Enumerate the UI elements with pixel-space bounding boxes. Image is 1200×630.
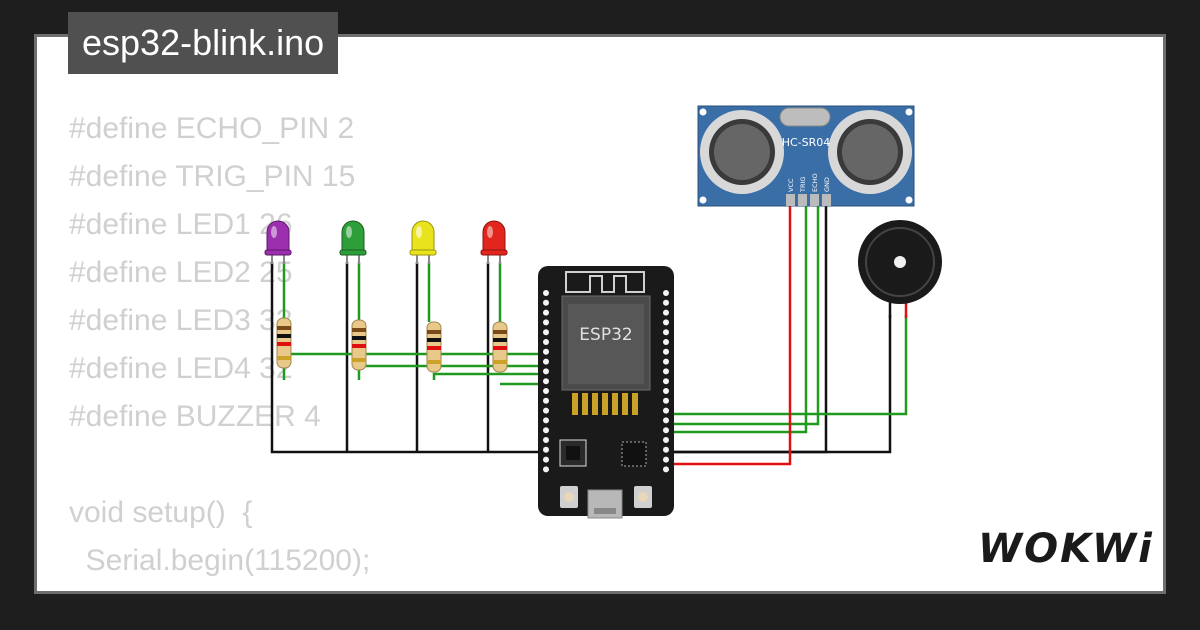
sensor-pin-label: GND [823, 177, 831, 192]
resistor [351, 319, 367, 371]
wires-ground [270, 205, 892, 454]
header-pin[interactable] [663, 290, 669, 296]
header-pin[interactable] [543, 319, 549, 326]
leds[interactable] [264, 220, 508, 264]
header-pin[interactable] [543, 290, 549, 296]
file-title-tab: esp32-blink.ino [68, 12, 339, 74]
code-line: void setup() { [69, 496, 253, 529]
header-pin[interactable] [663, 388, 669, 394]
header-pin[interactable] [663, 348, 669, 355]
header-pin[interactable] [543, 299, 549, 306]
pin-header-left [543, 290, 549, 473]
header-pin[interactable] [663, 339, 669, 345]
esp32-board[interactable]: ESP32 [538, 266, 674, 519]
header-pin[interactable] [663, 397, 669, 404]
header-pin[interactable] [663, 456, 669, 463]
led-green [339, 220, 367, 264]
header-pin[interactable] [663, 427, 669, 434]
header-pin[interactable] [543, 427, 549, 434]
header-pin[interactable] [543, 309, 549, 316]
code-background: #define ECHO_PIN 2 #define TRIG_PIN 15 #de… [69, 105, 557, 591]
header-pin[interactable] [543, 407, 549, 414]
code-line: #define LED3 33 [69, 304, 293, 337]
resistor [426, 321, 442, 373]
header-pin[interactable] [663, 437, 669, 443]
header-pin[interactable] [543, 397, 549, 404]
transducer-left [700, 110, 784, 194]
transducer-right [828, 110, 912, 194]
wokwi-logo: WOKWi [978, 526, 1154, 572]
sensor-pin-label: TRIG [799, 177, 807, 193]
header-pin[interactable] [663, 417, 669, 424]
led-purple [264, 220, 292, 264]
header-pin[interactable] [663, 309, 669, 316]
sensor-pin-label: VCC [787, 178, 795, 192]
code-line: #define TRIG_PIN 15 [69, 160, 356, 193]
header-pin[interactable] [663, 378, 669, 385]
resistor [492, 321, 508, 373]
header-pin[interactable] [543, 329, 549, 336]
led-yellow [409, 220, 437, 264]
wires-power [666, 205, 792, 466]
code-line: #define ECHO_PIN 2 [69, 112, 355, 145]
header-pin[interactable] [543, 368, 549, 375]
pin-header-right [663, 290, 669, 473]
code-line: #define LED2 25 [69, 256, 293, 289]
code-line: Serial.begin(115200); [69, 544, 371, 577]
esp32-label: ESP32 [579, 325, 632, 345]
buzzer[interactable] [858, 220, 942, 318]
header-pin[interactable] [543, 348, 549, 355]
header-pin[interactable] [543, 456, 549, 463]
header-pin[interactable] [543, 388, 549, 394]
led-red [480, 220, 508, 264]
header-pin[interactable] [543, 358, 549, 365]
code-line: #define BUZZER 4 [69, 400, 321, 433]
header-pin[interactable] [663, 446, 669, 453]
sensor-label: HC-SR04 [782, 136, 831, 149]
header-pin[interactable] [543, 437, 549, 443]
header-pin[interactable] [663, 319, 669, 326]
header-pin[interactable] [543, 446, 549, 453]
resistor [276, 317, 292, 369]
header-pin[interactable] [663, 368, 669, 375]
header-pin[interactable] [543, 378, 549, 385]
header-pin[interactable] [663, 358, 669, 365]
header-pin[interactable] [543, 339, 549, 345]
header-pin[interactable] [543, 466, 549, 473]
header-pin[interactable] [663, 329, 669, 336]
hc-sr04-sensor[interactable]: HC-SR04 VCC TRIG ECHO GND [697, 105, 915, 207]
header-pin[interactable] [663, 299, 669, 306]
resistors [276, 317, 508, 373]
sensor-pin-label: ECHO [811, 173, 819, 192]
header-pin[interactable] [663, 466, 669, 473]
header-pin[interactable] [663, 407, 669, 414]
header-pin[interactable] [543, 417, 549, 424]
